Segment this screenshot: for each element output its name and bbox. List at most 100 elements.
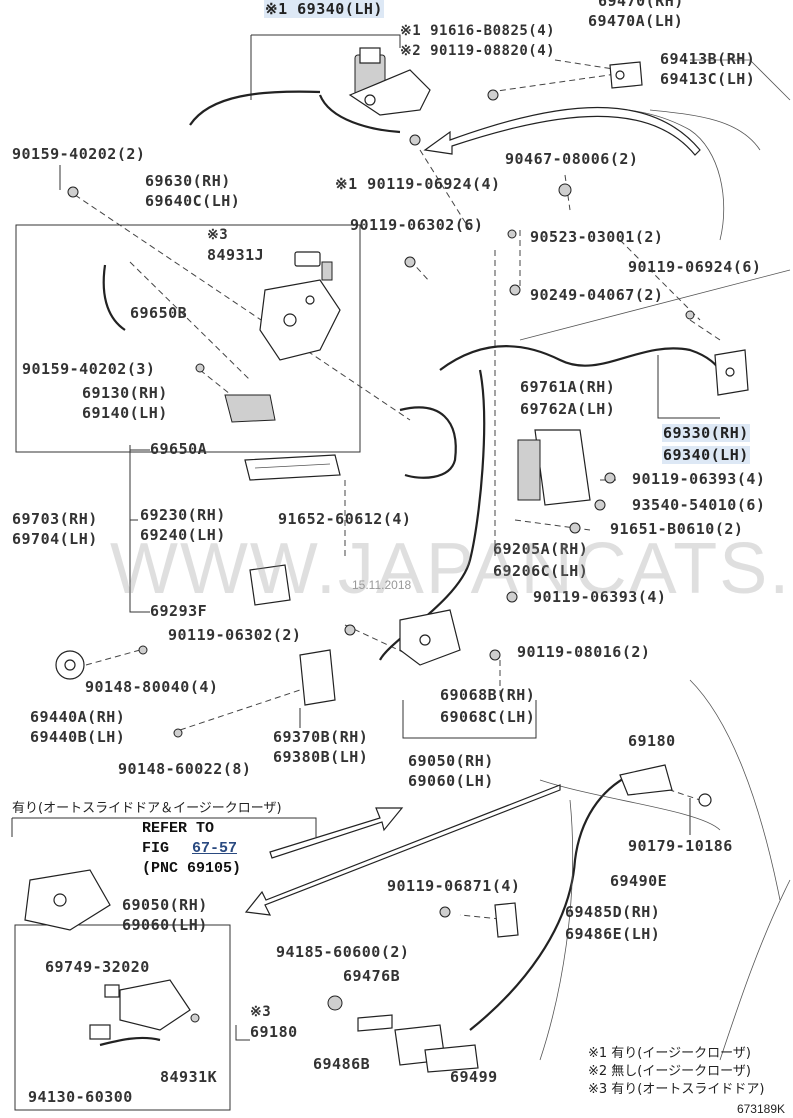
part-handle-69761 [517, 429, 591, 506]
label-90179[interactable]: 90179-10186 [628, 837, 733, 855]
part-69476b [327, 995, 393, 1032]
label-94130[interactable]: 94130-60300 [28, 1088, 133, 1106]
part-hinge-69370 [299, 649, 336, 706]
label-90119-08820[interactable]: ※2 90119-08820(4) [400, 43, 556, 59]
part-actuator-top [348, 47, 431, 116]
label-90119-06924b[interactable]: 90119-06924(6) [628, 258, 762, 276]
label-69380b[interactable]: 69380B(LH) [273, 748, 369, 766]
label-69704[interactable]: 69704(LH) [12, 530, 98, 548]
label-69180-top[interactable]: 69180 [628, 732, 676, 750]
label-69060[interactable]: 69060(LH) [408, 772, 494, 790]
label-90119-06924a[interactable]: ※1 90119-06924(4) [335, 175, 501, 193]
label-69440b[interactable]: 69440B(LH) [30, 728, 126, 746]
part-69486b [394, 1024, 479, 1073]
label-69490e[interactable]: 69490E [610, 872, 668, 890]
note-2: ※2 無し(イージークローザ) [588, 1064, 751, 1079]
arrows [244, 107, 701, 916]
label-69068b[interactable]: 69068B(RH) [440, 686, 536, 704]
part-69485d [494, 902, 519, 938]
part-lock-69050-b [24, 869, 111, 931]
label-84931j-mark: ※3 [207, 227, 229, 243]
label-69230[interactable]: 69230(RH) [140, 506, 226, 524]
label-69340-lh-top[interactable]: ※1 69340(LH) [264, 0, 384, 18]
note-3: ※3 有り(オートスライドドア) [588, 1082, 765, 1097]
label-69486b[interactable]: 69486B [313, 1055, 371, 1073]
label-84931j[interactable]: 84931J [207, 246, 265, 264]
label-69650b[interactable]: 69650B [130, 304, 188, 322]
label-69640c[interactable]: 69640C(LH) [145, 192, 241, 210]
label-69761a[interactable]: 69761A(RH) [520, 378, 616, 396]
part-lock-69330 [714, 349, 749, 396]
label-69060-b[interactable]: 69060(LH) [122, 916, 208, 934]
label-91651[interactable]: 91651-B0610(2) [610, 520, 744, 538]
label-69650a[interactable]: 69650A [150, 440, 208, 458]
part-handle-69130 [224, 394, 276, 423]
label-94185[interactable]: 94185-60600(2) [276, 943, 410, 961]
label-90148-60022[interactable]: 90148-60022(8) [118, 760, 252, 778]
figure-number: 673189K [736, 1102, 785, 1116]
label-90119-06302a[interactable]: 90119-06302(6) [350, 216, 484, 234]
bolts [67, 89, 695, 1023]
label-69470a[interactable]: 69470A(LH) [588, 12, 684, 30]
label-69370b[interactable]: 69370B(RH) [273, 728, 369, 746]
label-69140[interactable]: 69140(LH) [82, 404, 168, 422]
refer-fig-label: FIG [142, 840, 170, 857]
label-69206c[interactable]: 69206C(LH) [493, 562, 589, 580]
label-69413b[interactable]: 69413B(RH) [660, 50, 756, 68]
part-lock-69050 [399, 609, 461, 666]
label-69485d[interactable]: 69485D(RH) [565, 903, 661, 921]
leader-lines [11, 34, 720, 1111]
part-lock-69630 [259, 279, 341, 361]
label-93540[interactable]: 93540-54010(6) [632, 496, 766, 514]
part-84931j [294, 251, 333, 281]
label-90159-top[interactable]: 90159-40202(2) [12, 145, 146, 163]
label-90148-80040[interactable]: 90148-80040(4) [85, 678, 219, 696]
label-69050[interactable]: 69050(RH) [408, 752, 494, 770]
refer-pnc: (PNC 69105) [142, 860, 242, 877]
label-69330[interactable]: 69330(RH) [662, 424, 750, 442]
label-69703[interactable]: 69703(RH) [12, 510, 98, 528]
label-69440a[interactable]: 69440A(RH) [30, 708, 126, 726]
refer-line1: REFER TO [142, 820, 215, 837]
label-69486e[interactable]: 69486E(LH) [565, 925, 661, 943]
refer-condition: 有り(オートスライドドア＆イージークローザ) [12, 801, 282, 816]
label-90523[interactable]: 90523-03001(2) [530, 228, 664, 246]
refer-fig-link[interactable]: 67-57 [192, 840, 238, 857]
label-69050-b[interactable]: 69050(RH) [122, 896, 208, 914]
label-69470[interactable]: 69470(RH) [598, 0, 684, 10]
label-69340[interactable]: 69340(LH) [662, 446, 750, 464]
label-90119-06393a[interactable]: 90119-06393(4) [632, 470, 766, 488]
label-69293f[interactable]: 69293F [150, 602, 208, 620]
label-90119-08016[interactable]: 90119-08016(2) [517, 643, 651, 661]
label-90119-06393b[interactable]: 90119-06393(4) [533, 588, 667, 606]
date-stamp: 15.11.2018 [352, 578, 412, 592]
label-69240[interactable]: 69240(LH) [140, 526, 226, 544]
label-69749[interactable]: 69749-32020 [45, 958, 150, 976]
label-90119-06871[interactable]: 90119-06871(4) [387, 877, 521, 895]
part-bracket-69470 [609, 61, 643, 89]
label-69630[interactable]: 69630(RH) [145, 172, 231, 190]
label-69762a[interactable]: 69762A(LH) [520, 400, 616, 418]
part-handle-69650a [244, 454, 341, 481]
label-90467[interactable]: 90467-08006(2) [505, 150, 639, 168]
label-90249[interactable]: 90249-04067(2) [530, 286, 664, 304]
label-69205a[interactable]: 69205A(RH) [493, 540, 589, 558]
part-striker-69440 [55, 650, 85, 680]
watermark: WWW.JAPANCATS.RU [110, 529, 793, 609]
label-91616[interactable]: ※1 91616-B0825(4) [400, 23, 556, 39]
label-69180-mark: ※3 [250, 1004, 272, 1020]
label-69130[interactable]: 69130(RH) [82, 384, 168, 402]
label-90159-mid[interactable]: 90159-40202(3) [22, 360, 156, 378]
label-69476b[interactable]: 69476B [343, 967, 401, 985]
label-69413c[interactable]: 69413C(LH) [660, 70, 756, 88]
label-69068c[interactable]: 69068C(LH) [440, 708, 536, 726]
label-69180-b[interactable]: 69180 [250, 1023, 298, 1041]
part-box-69180 [89, 979, 191, 1047]
note-1: ※1 有り(イージークローザ) [588, 1046, 751, 1061]
label-84931k[interactable]: 84931K [160, 1068, 218, 1086]
label-90119-06302b[interactable]: 90119-06302(2) [168, 626, 302, 644]
label-69499[interactable]: 69499 [450, 1068, 498, 1086]
label-91652[interactable]: 91652-60612(4) [278, 510, 412, 528]
cables [102, 59, 791, 1061]
